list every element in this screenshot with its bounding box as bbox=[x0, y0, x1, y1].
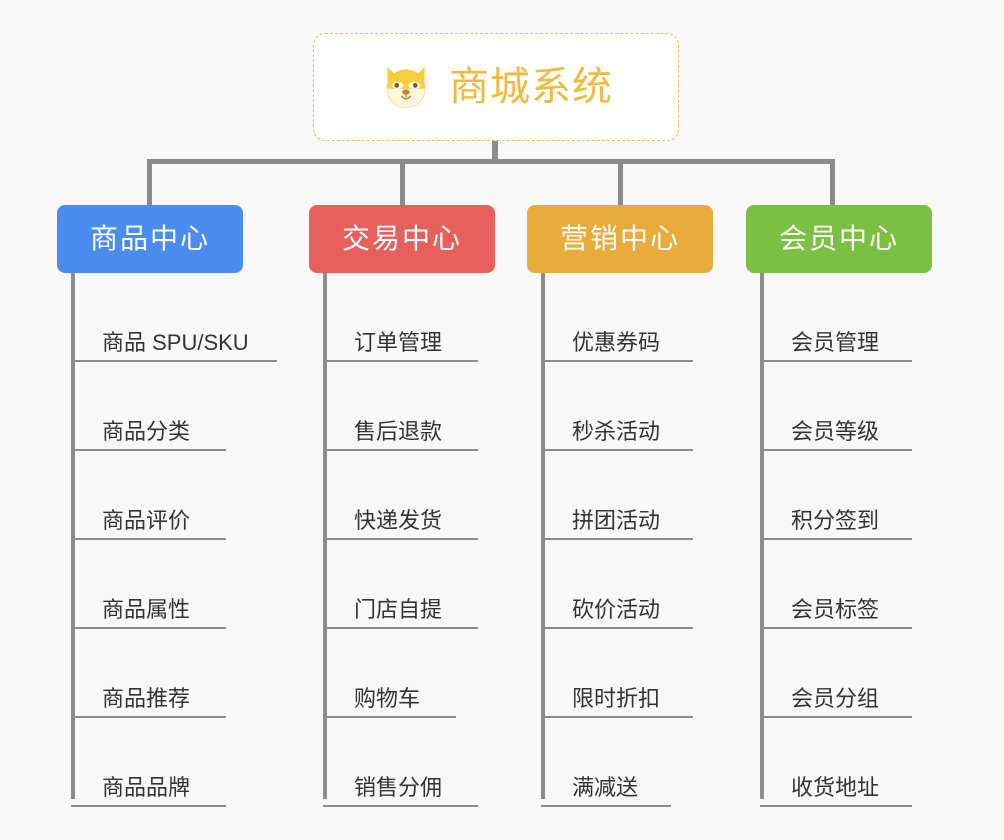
leaf-underline bbox=[323, 805, 478, 807]
leaf-label: 限时折扣 bbox=[572, 686, 661, 711]
leaf-label: 商品属性 bbox=[102, 597, 191, 622]
category-header-label: 商品中心 bbox=[89, 223, 210, 254]
leaf-trunk-line bbox=[71, 273, 75, 799]
leaf-underline bbox=[323, 360, 478, 362]
leaf-trunk-line bbox=[760, 273, 764, 799]
leaf-label: 拼团活动 bbox=[572, 508, 661, 533]
leaf-label: 会员等级 bbox=[791, 419, 880, 444]
leaf-underline bbox=[323, 449, 478, 451]
leaf-underline bbox=[71, 627, 226, 629]
leaf-label: 商品 SPU/SKU bbox=[102, 330, 249, 355]
leaf-label: 秒杀活动 bbox=[572, 419, 661, 444]
leaf-label: 砍价活动 bbox=[572, 597, 661, 622]
leaf-underline bbox=[323, 538, 478, 540]
leaf-underline bbox=[541, 627, 693, 629]
root-node-title: 商城系统 bbox=[449, 65, 613, 109]
leaf-underline bbox=[541, 716, 693, 718]
leaf-underline bbox=[71, 538, 226, 540]
leaf-underline bbox=[541, 805, 671, 807]
leaf-underline bbox=[323, 716, 456, 718]
category-header-label: 营销中心 bbox=[559, 223, 680, 254]
leaf-label: 门店自提 bbox=[354, 597, 443, 622]
leaf-underline bbox=[760, 716, 912, 718]
leaf-underline bbox=[71, 716, 226, 718]
leaf-underline bbox=[71, 449, 226, 451]
leaf-label: 收货地址 bbox=[791, 775, 880, 800]
leaf-label: 商品推荐 bbox=[102, 686, 191, 711]
category-header-label: 交易中心 bbox=[341, 223, 462, 254]
connector-drop-trade-center bbox=[400, 159, 405, 206]
leaf-label: 快递发货 bbox=[354, 508, 443, 533]
leaf-underline bbox=[541, 538, 693, 540]
connector-drop-product-center bbox=[147, 159, 152, 206]
leaf-label: 售后退款 bbox=[354, 419, 443, 444]
leaf-label: 销售分佣 bbox=[354, 775, 443, 800]
leaf-label: 商品分类 bbox=[102, 419, 191, 444]
category-header-label: 会员中心 bbox=[778, 223, 899, 254]
leaf-underline bbox=[541, 449, 693, 451]
leaf-underline bbox=[71, 805, 226, 807]
category-header-product-center[interactable]: 商品中心 bbox=[57, 205, 243, 273]
leaf-label: 商品品牌 bbox=[102, 775, 191, 800]
leaf-underline bbox=[760, 360, 912, 362]
leaf-label: 购物车 bbox=[354, 686, 421, 711]
leaf-underline bbox=[760, 538, 912, 540]
leaf-underline bbox=[760, 449, 912, 451]
leaf-label: 商品评价 bbox=[102, 508, 191, 533]
leaf-label: 会员分组 bbox=[791, 686, 880, 711]
connector-drop-marketing-center bbox=[618, 159, 623, 206]
leaf-trunk-line bbox=[541, 273, 545, 799]
connector-root-stem bbox=[492, 141, 498, 163]
leaf-label: 优惠券码 bbox=[572, 330, 661, 355]
leaf-underline bbox=[71, 360, 277, 362]
leaf-underline bbox=[541, 360, 693, 362]
shiba-dog-face-icon bbox=[386, 66, 426, 109]
leaf-underline bbox=[760, 805, 912, 807]
leaf-label: 积分签到 bbox=[791, 508, 880, 533]
root-node-shop-system[interactable]: 商城系统 bbox=[313, 33, 679, 141]
leaf-label: 订单管理 bbox=[354, 330, 443, 355]
leaf-label: 会员管理 bbox=[791, 330, 880, 355]
category-header-marketing-center[interactable]: 营销中心 bbox=[527, 205, 713, 273]
leaf-underline bbox=[323, 627, 478, 629]
connector-horizontal-bus bbox=[147, 159, 835, 164]
leaf-label: 会员标签 bbox=[791, 597, 880, 622]
leaf-trunk-line bbox=[323, 273, 327, 799]
leaf-underline bbox=[760, 627, 912, 629]
connector-drop-member-center bbox=[830, 159, 835, 206]
category-header-trade-center[interactable]: 交易中心 bbox=[309, 205, 495, 273]
leaf-label: 满减送 bbox=[572, 775, 639, 800]
category-header-member-center[interactable]: 会员中心 bbox=[746, 205, 932, 273]
